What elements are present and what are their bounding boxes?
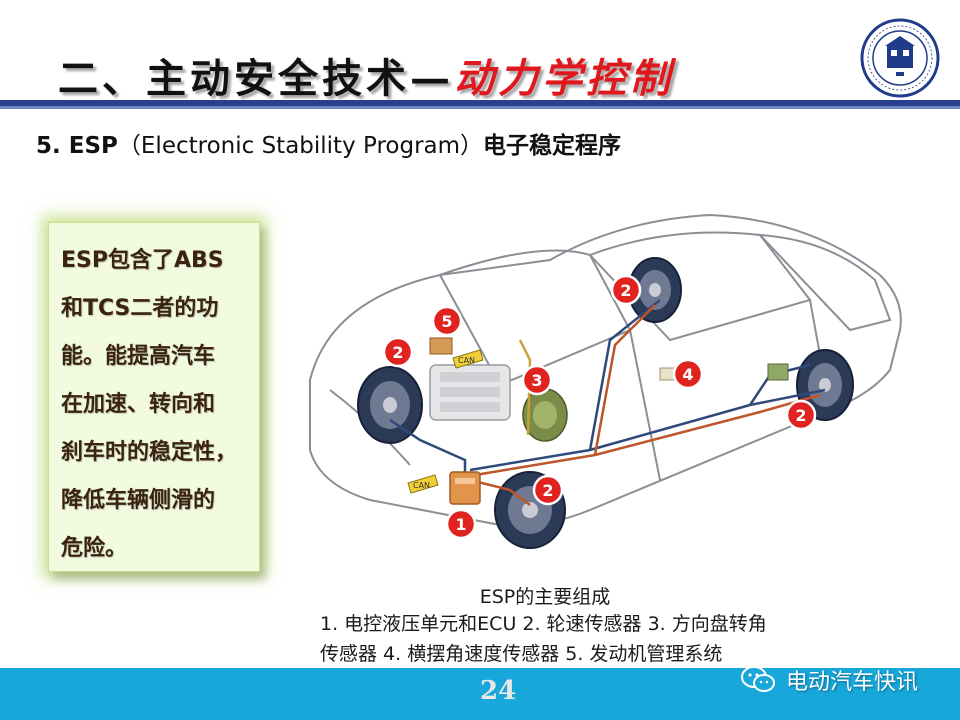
marker-label: 2	[542, 481, 553, 500]
caption-line-1: 1. 电控液压单元和ECU 2. 轮速传感器 3. 方向盘转角	[320, 613, 767, 635]
callout-line: 在加速、转向和	[61, 392, 216, 417]
university-seal-icon	[860, 18, 940, 98]
steering-angle-sensor	[767, 363, 789, 381]
watermark-text: 电动汽车快讯	[786, 670, 919, 695]
title-black-part: 二、主动安全技术—	[58, 55, 454, 102]
wheel-rear-left	[628, 257, 682, 323]
can-label-upper: CAN	[458, 356, 475, 365]
footer-band	[0, 668, 960, 720]
wechat-icon	[741, 666, 775, 692]
marker-5: 5	[431, 305, 463, 337]
callout-line: 刹车时的稳定性，	[61, 440, 238, 465]
subtitle-english: （Electronic Stability Program）	[117, 133, 484, 159]
marker-4: 4	[672, 358, 704, 390]
marker-2-rear-left: 2	[610, 274, 642, 306]
brake-lines	[389, 299, 826, 506]
callout-line: 降低车辆侧滑的	[61, 488, 216, 513]
subtitle-chinese: 电子稳定程序	[483, 133, 622, 159]
callout-line: 和TCS二者的功	[61, 296, 219, 321]
wheel-front-left	[357, 366, 423, 444]
subtitle-number: 5. ESP	[36, 133, 118, 159]
engine-block	[429, 364, 511, 421]
marker-label: 2	[620, 281, 631, 300]
can-tag-lower: CAN	[407, 474, 439, 494]
marker-3: 3	[521, 364, 553, 396]
diagram-caption: ESP的主要组成 1. 电控液压单元和ECU 2. 轮速传感器 3. 方向盘转角…	[300, 582, 860, 669]
caption-line-2: 传感器 4. 横摆角速度传感器 5. 发动机管理系统	[320, 643, 723, 665]
title-rule-light	[0, 106, 960, 109]
slide-header: 二、主动安全技术—动力学控制	[0, 0, 960, 102]
title-red-part: 动力学控制	[454, 55, 674, 102]
marker-label: 5	[441, 312, 452, 331]
wheel-rear-right	[796, 349, 854, 421]
brake-booster	[522, 388, 568, 442]
can-label-lower: CAN	[413, 481, 430, 490]
hydraulic-ecu-unit	[449, 471, 481, 505]
marker-label: 3	[531, 371, 542, 390]
marker-2-front-right: 2	[532, 474, 564, 506]
slide-title: 二、主动安全技术—动力学控制	[58, 46, 674, 104]
can-tag-upper: CAN	[452, 349, 484, 369]
esp-summary-callout: ESP包含了ABS 和TCS二者的功 能。能提高汽车 在加速、转向和 刹车时的稳…	[48, 222, 260, 572]
marker-2-front-left: 2	[382, 336, 414, 368]
engine-management-module	[429, 337, 453, 355]
marker-label: 1	[455, 515, 466, 534]
callout-line: 危险。	[61, 536, 128, 561]
marker-label: 4	[682, 365, 693, 384]
title-rule-dark	[0, 100, 960, 106]
marker-label: 2	[392, 343, 403, 362]
marker-2-rear-right: 2	[785, 399, 817, 431]
marker-1: 1	[445, 508, 477, 540]
esp-car-diagram: CAN CAN 1 2 2 2 2 3 4 5	[309, 213, 902, 549]
callout-line: 能。能提高汽车	[61, 344, 216, 369]
page-number: 24	[480, 676, 517, 706]
wechat-watermark: 电动汽车快讯	[740, 660, 918, 700]
marker-label: 2	[795, 406, 806, 425]
callout-line: ESP包含了ABS	[61, 248, 224, 273]
caption-title: ESP的主要组成	[479, 586, 611, 608]
section-subtitle: 5. ESP（Electronic Stability Program）电子稳定…	[36, 126, 621, 160]
